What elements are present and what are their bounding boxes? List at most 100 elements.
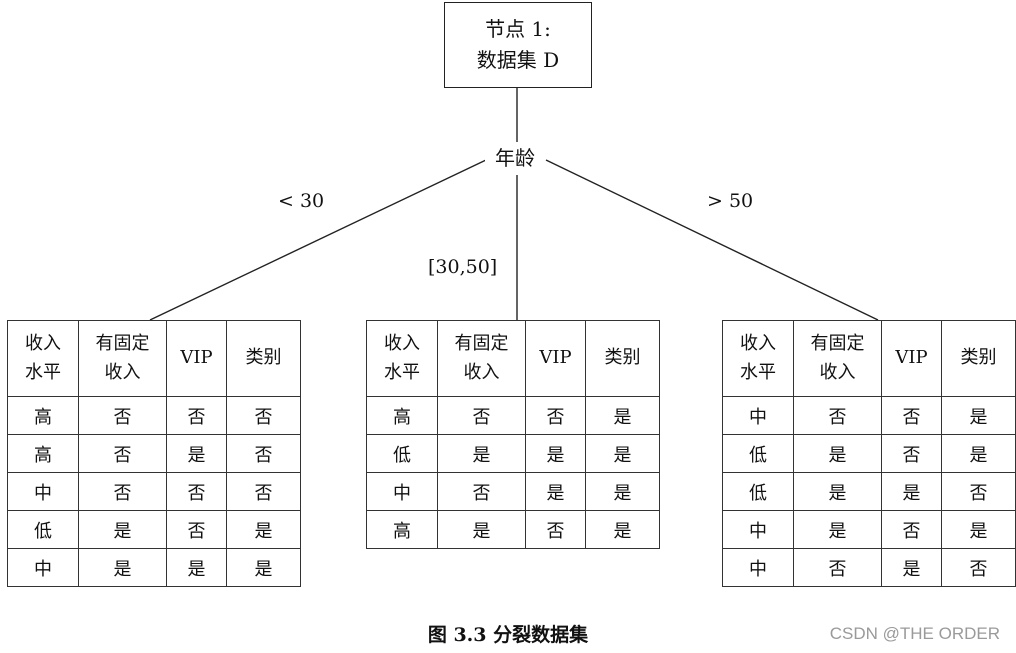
table-cell: 否 <box>793 548 882 587</box>
table-row: 高否否是 <box>366 396 660 435</box>
branch-label-right: > 50 <box>707 190 754 212</box>
table-cell: 否 <box>166 510 227 549</box>
table-row: 低是否是 <box>7 510 301 549</box>
table-cell: 中 <box>722 396 794 435</box>
table-cell: 是 <box>793 510 882 549</box>
table-cell: 是 <box>793 472 882 511</box>
table-header-cell: 有固定收入 <box>78 320 167 397</box>
table-header-cell: VIP <box>525 320 586 397</box>
table-row: 低是否是 <box>722 434 1016 473</box>
table-cell: 是 <box>585 434 660 473</box>
header-text: 水平 <box>740 361 776 383</box>
table-cell: 是 <box>585 472 660 511</box>
branch-label-left: < 30 <box>278 190 325 212</box>
table-row: 中否否是 <box>722 396 1016 435</box>
edge-split-to-left <box>149 159 487 321</box>
table-cell: 中 <box>722 510 794 549</box>
root-node: 节点 1: 数据集 D <box>444 2 592 88</box>
root-node-dataset: 数据集 D <box>476 48 560 72</box>
table-cell: 高 <box>366 396 438 435</box>
table-header-row: 收入水平有固定收入 VIP 类别 <box>722 320 1016 397</box>
header-text: 收入 <box>740 332 776 354</box>
table-cell: 否 <box>793 396 882 435</box>
table-cell: 否 <box>881 396 942 435</box>
table-cell: 是 <box>941 434 1016 473</box>
header-text: 收入 <box>384 332 420 354</box>
table-cell: 高 <box>366 510 438 549</box>
header-text: 有固定 <box>95 332 150 354</box>
table-cell: 是 <box>437 434 526 473</box>
table-cell: 否 <box>437 396 526 435</box>
table-cell: 否 <box>166 472 227 511</box>
table-cell: 是 <box>585 396 660 435</box>
table-cell: 高 <box>7 396 79 435</box>
header-text: 类别 <box>604 347 641 369</box>
table-cell: 否 <box>78 472 167 511</box>
table-header-cell: 有固定收入 <box>793 320 882 397</box>
header-text: 收入 <box>104 361 141 383</box>
table-cell: 是 <box>226 510 301 549</box>
edge-split-to-right <box>545 159 879 321</box>
table-cell: 否 <box>166 396 227 435</box>
table-cell: 否 <box>437 472 526 511</box>
table-header-cell: 收入水平 <box>7 320 79 397</box>
header-text: 收入 <box>463 361 500 383</box>
table-row: 低是是是 <box>366 434 660 473</box>
root-node-title: 节点 1: <box>485 17 551 41</box>
table-cell: 低 <box>366 434 438 473</box>
table-cell: 是 <box>941 396 1016 435</box>
table-row: 中是否是 <box>722 510 1016 549</box>
table-header-cell: 有固定收入 <box>437 320 526 397</box>
table-cell: 否 <box>226 396 301 435</box>
table-cell: 否 <box>78 396 167 435</box>
table-cell: 中 <box>366 472 438 511</box>
table-cell: 否 <box>525 510 586 549</box>
table-cell: 高 <box>7 434 79 473</box>
table-cell: 是 <box>437 510 526 549</box>
table-cell: 否 <box>525 396 586 435</box>
table-row: 中否是是 <box>366 472 660 511</box>
table-cell: 否 <box>941 472 1016 511</box>
table-row: 高否是否 <box>7 434 301 473</box>
table-cell: 低 <box>7 510 79 549</box>
table-cell: 中 <box>7 472 79 511</box>
header-text: 有固定 <box>810 332 865 354</box>
header-text: VIP <box>895 347 928 369</box>
table-cell: 否 <box>881 434 942 473</box>
table-cell: 否 <box>226 472 301 511</box>
table-header-cell: 类别 <box>941 320 1016 397</box>
table-cell: 是 <box>166 434 227 473</box>
table-cell: 中 <box>722 548 794 587</box>
header-text: VIP <box>180 347 213 369</box>
table-row: 低是是否 <box>722 472 1016 511</box>
header-text: 收入 <box>25 332 61 354</box>
table-header-cell: 收入水平 <box>366 320 438 397</box>
table-cell: 中 <box>7 548 79 587</box>
table-row: 中否否否 <box>7 472 301 511</box>
table-row: 中是是是 <box>7 548 301 587</box>
split-attribute-label: 年龄 <box>485 142 545 171</box>
table-cell: 否 <box>881 510 942 549</box>
table-cell: 是 <box>525 472 586 511</box>
header-text: VIP <box>539 347 572 369</box>
table-cell: 否 <box>941 548 1016 587</box>
table-cell: 是 <box>881 548 942 587</box>
table-cell: 是 <box>166 548 227 587</box>
table-header-cell: 类别 <box>585 320 660 397</box>
header-text: 类别 <box>960 347 997 369</box>
table-cell: 是 <box>525 434 586 473</box>
table-row: 高是否是 <box>366 510 660 549</box>
table-row: 高否否否 <box>7 396 301 435</box>
table-header-cell: 类别 <box>226 320 301 397</box>
table-cell: 是 <box>226 548 301 587</box>
table-cell: 低 <box>722 434 794 473</box>
branch-label-middle: [30,50] <box>428 256 498 278</box>
header-text: 水平 <box>384 361 420 383</box>
table-cell: 是 <box>585 510 660 549</box>
